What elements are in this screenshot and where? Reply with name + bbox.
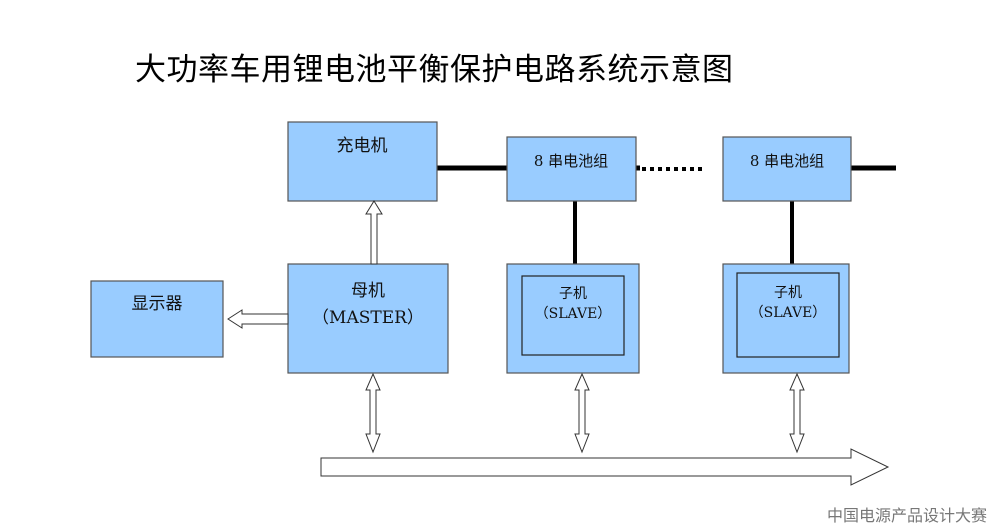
- slave-2-label: 子机: [774, 285, 802, 301]
- slave-1-label: 子机: [559, 286, 587, 302]
- master-box: [287, 263, 449, 374]
- charger-box: [287, 121, 438, 202]
- display-label: 显示器: [132, 294, 183, 314]
- arrow-slave-1-bus: [574, 372, 590, 454]
- arrow-master-to-charger: [365, 200, 383, 265]
- footer-watermark: 中国电源产品设计大赛: [826, 506, 987, 525]
- communication-bus-arrow: [320, 448, 890, 486]
- slave-2-inner-box: [736, 272, 840, 358]
- display-box: [90, 280, 224, 358]
- slave-1-inner-box: [521, 275, 625, 356]
- master-sublabel: （MASTER）: [312, 308, 424, 328]
- arrow-master-to-display: [227, 309, 289, 329]
- master-label: 母机: [351, 281, 385, 301]
- slave-2-outer-box: [722, 263, 850, 374]
- arrow-slave-2-bus: [789, 372, 805, 454]
- diagram-title: 大功率车用锂电池平衡保护电路系统示意图: [135, 52, 734, 88]
- slave-1-sublabel: （SLAVE）: [535, 306, 612, 322]
- arrow-master-bus: [365, 372, 381, 454]
- battery-group-2-box: [722, 136, 852, 202]
- battery-group-1-label: 8 串电池组: [534, 152, 608, 170]
- slave-2-sublabel: （SLAVE）: [750, 305, 827, 321]
- charger-label: 充电机: [337, 136, 388, 156]
- battery-group-1-box: [506, 136, 637, 202]
- battery-group-2-label: 8 串电池组: [750, 152, 824, 170]
